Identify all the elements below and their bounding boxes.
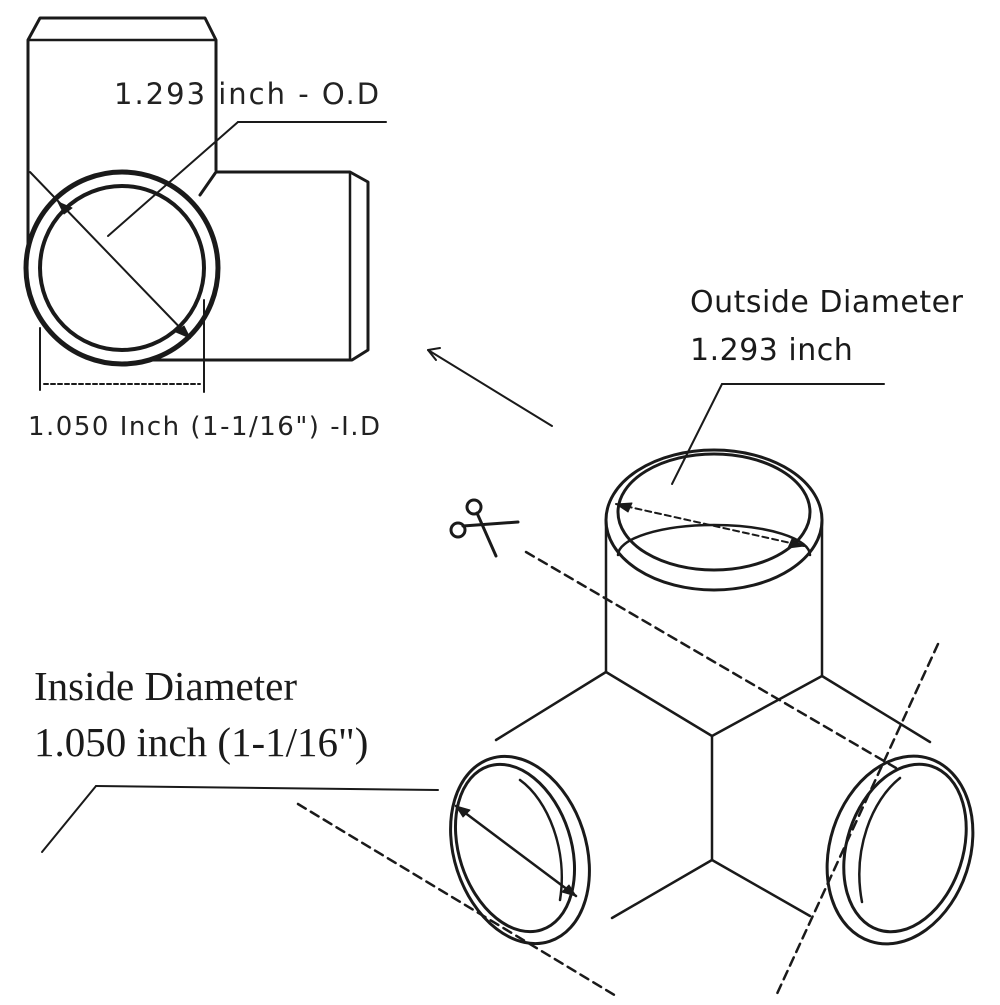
fitting-elevation-view: [23, 16, 387, 393]
outside-diameter-title: Outside Diameter: [690, 285, 964, 320]
fitting-3d-view: [41, 383, 975, 998]
inside-diameter-value: 1.050 inch (1-1/16"): [34, 719, 369, 765]
scissors-icon: [449, 498, 520, 558]
id-label-top: 1.050 Inch (1-1/16") -I.D: [28, 412, 382, 442]
inside-diameter-title: Inside Diameter: [34, 663, 297, 709]
outside-diameter-value: 1.293 inch: [690, 333, 854, 368]
od-label-top: 1.293 inch - O.D: [114, 77, 382, 111]
reference-arrow: [427, 347, 553, 427]
